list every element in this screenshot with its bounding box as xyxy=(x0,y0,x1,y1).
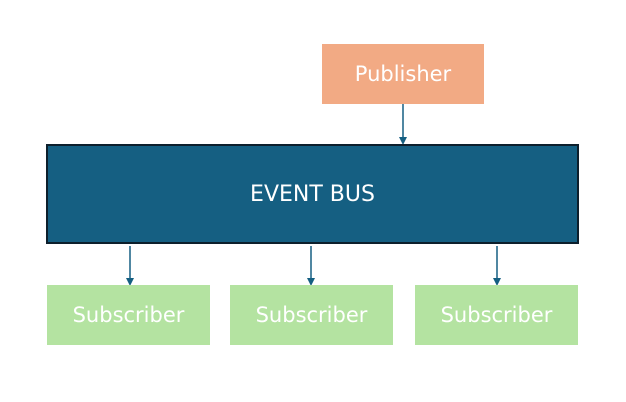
subscriber-label-2: Subscriber xyxy=(255,303,368,327)
publisher-label: Publisher xyxy=(354,62,452,86)
subscriber-node-3: Subscriber xyxy=(415,285,578,345)
subscriber-label-1: Subscriber xyxy=(72,303,185,327)
event-bus-label: EVENT BUS xyxy=(250,181,375,207)
event-bus-node: EVENT BUS xyxy=(46,144,579,244)
subscriber-label-3: Subscriber xyxy=(440,303,553,327)
subscriber-node-2: Subscriber xyxy=(230,285,393,345)
publisher-node: Publisher xyxy=(322,44,484,104)
subscriber-node-1: Subscriber xyxy=(47,285,210,345)
